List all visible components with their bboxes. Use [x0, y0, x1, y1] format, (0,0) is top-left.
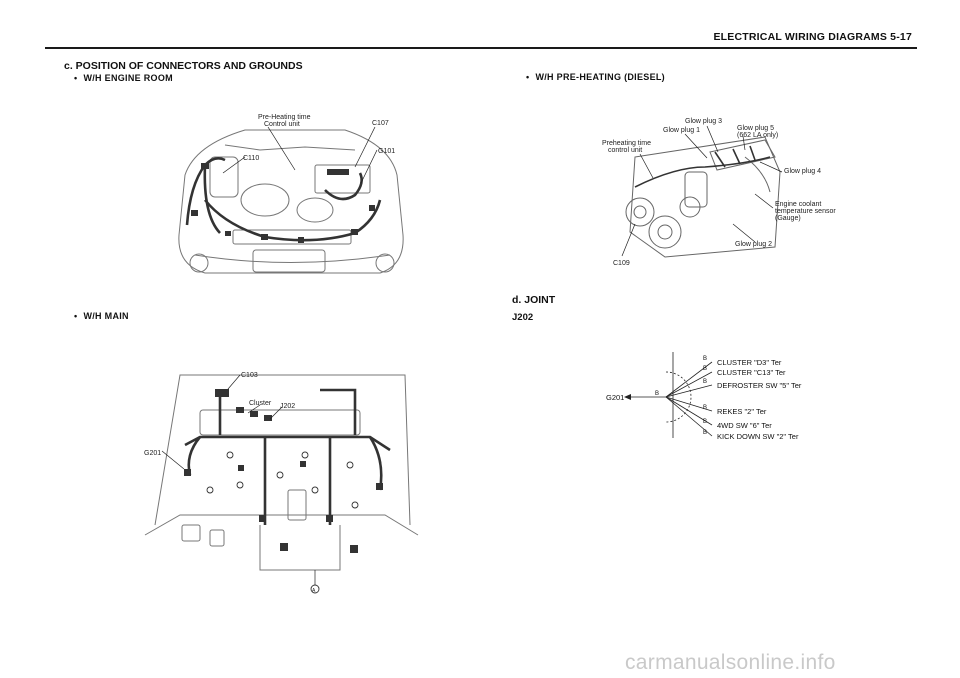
label-glow-plug-5: Glow plug 5: [737, 125, 774, 132]
header-rule: [45, 47, 917, 49]
label-c107: C107: [372, 120, 389, 127]
preheating-engine-diagram: Glow plug 3 Glow plug 1 Glow plug 5 (662…: [602, 118, 836, 267]
joint-branch: CLUSTER "C13" Ter: [717, 368, 786, 377]
bullet-icon: •: [74, 311, 78, 321]
section-title-joint: d. JOINT: [512, 294, 556, 306]
joint-name: J202: [512, 312, 534, 323]
label-glow-plug-3: Glow plug 3: [685, 118, 722, 125]
label-ect-sensor-3: (Gauge): [775, 215, 801, 222]
label-preheating-unit-2: control unit: [608, 147, 642, 154]
preheating-title: W/H PRE-HEATING (DIESEL): [535, 72, 665, 82]
label-preheat-unit-2: Control unit: [264, 121, 300, 128]
label-ect-sensor: Engine coolant: [775, 201, 821, 208]
page-header-title: ELECTRICAL WIRING DIAGRAMS 5-17: [713, 31, 912, 43]
label-g201-main: G201: [144, 450, 161, 457]
joint-branch: REKES "2" Ter: [717, 407, 767, 416]
joint-j202-diagram: G201 B B B B B B B CLUSTER "D3" Ter CLUS…: [606, 352, 802, 441]
label-j202-main: J202: [280, 403, 295, 410]
watermark: carmanualsonline.info: [625, 651, 836, 674]
joint-wire-color-6: B: [703, 430, 707, 436]
label-a: A: [312, 588, 316, 594]
joint-branch: DEFROSTER SW "5" Ter: [717, 381, 802, 390]
engine-room-title: W/H ENGINE ROOM: [83, 73, 173, 83]
label-preheat-unit: Pre-Heating time: [258, 114, 311, 121]
label-glow-plug-2: Glow plug 2: [735, 241, 772, 248]
joint-ground-g201: G201: [606, 393, 624, 402]
label-glow-plug-5-note: (662 LA only): [737, 132, 778, 139]
joint-branch: KICK DOWN SW "2" Ter: [717, 432, 799, 441]
label-c109: C109: [613, 260, 630, 267]
label-g101: G101: [378, 148, 395, 155]
bullet-icon: •: [526, 72, 530, 82]
engine-room-diagram: Pre-Heating time Control unit C107 C110 …: [178, 114, 404, 274]
label-ect-sensor-2: temperature sensor: [775, 208, 836, 215]
label-glow-plug-4: Glow plug 4: [784, 168, 821, 175]
section-title-connectors: c. POSITION OF CONNECTORS AND GROUNDS: [64, 60, 303, 72]
subsection-engine-room: • W/H ENGINE ROOM: [74, 73, 173, 83]
ground-arrow-icon: [624, 394, 631, 400]
joint-wire-color-4: B: [703, 405, 707, 411]
label-c110: C110: [243, 155, 259, 162]
joint-branch: 4WD SW "6" Ter: [717, 421, 772, 430]
bullet-icon: •: [74, 73, 78, 83]
joint-branch: CLUSTER "D3" Ter: [717, 358, 782, 367]
joint-wire-color-3: B: [703, 379, 707, 385]
label-c103: C103: [241, 372, 258, 379]
main-title: W/H MAIN: [83, 311, 129, 321]
joint-wire-color-2: B: [703, 366, 707, 372]
joint-wire-color-5: B: [703, 419, 707, 425]
label-glow-plug-1: Glow plug 1: [663, 127, 700, 134]
label-preheating-unit: Preheating time: [602, 140, 651, 147]
joint-wire-color-main: B: [655, 391, 659, 397]
subsection-preheating: • W/H PRE-HEATING (DIESEL): [526, 72, 665, 82]
subsection-main: • W/H MAIN: [74, 311, 129, 321]
main-harness-diagram: C103 Cluster J202 G201 A: [144, 372, 419, 594]
joint-wire-color-1: B: [703, 356, 707, 362]
label-cluster: Cluster: [249, 400, 272, 407]
